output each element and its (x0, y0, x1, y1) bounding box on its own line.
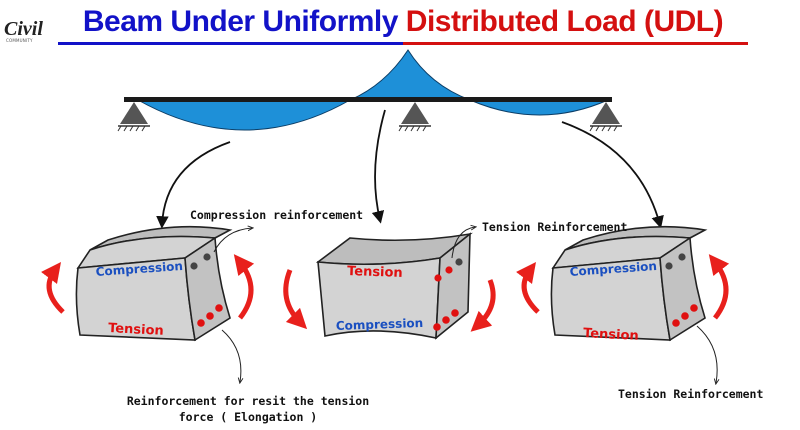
leader-compression-reinforcement (213, 228, 252, 253)
rebar-tension (206, 312, 214, 320)
section-block-left (75, 225, 233, 342)
rebar-compression (678, 253, 686, 261)
support-middle (398, 102, 431, 132)
moment-arrow-middle-right (470, 279, 496, 332)
rebar-tension (690, 304, 698, 312)
pointer-arrow-middle (371, 109, 386, 224)
tension-reinforcement-middle-label: Tension Reinforcement (482, 220, 628, 234)
rebar-compression (442, 316, 450, 324)
hogging-moment-center (349, 49, 471, 101)
rebar-compression (203, 253, 211, 261)
rebar-compression (665, 262, 673, 270)
section-block-middle (315, 232, 473, 340)
leader-reinforcement-note (221, 329, 241, 382)
rebar-tension (681, 312, 689, 320)
rebar-tension (215, 304, 223, 312)
support-right (589, 102, 622, 132)
rebar-tension (445, 266, 453, 274)
title-part-red: Distributed Load (UDL) (405, 5, 724, 38)
rebar-tension (197, 319, 205, 327)
moment-arrow-middle-left (283, 269, 308, 330)
support-left (117, 102, 150, 132)
middle-bottom-label: Compression (336, 316, 424, 333)
logo-subtext: COMMUNITY (6, 38, 33, 43)
beam (124, 97, 612, 102)
section-block-right (550, 225, 708, 342)
moment-arrow-left-inner (233, 254, 255, 320)
title-underline-red (403, 42, 748, 45)
sagging-moment-left (136, 99, 352, 131)
moment-arrow-left-outer (41, 261, 65, 314)
pointer-arrow-left (156, 141, 231, 229)
pointer-arrow-right (561, 121, 664, 229)
civil-logo: Civil COMMUNITY (2, 18, 54, 44)
right-bottom-label: Tension (583, 326, 639, 344)
rebar-tension (434, 274, 442, 282)
logo-text: Civil (4, 18, 43, 40)
moment-arrow-right-outer (516, 261, 540, 314)
reinforcement-note-line2: force ( Elongation ) (178, 410, 318, 424)
leader-tension-reinforcement-right (696, 325, 717, 383)
rebar-compression (190, 262, 198, 270)
rebar-tension (455, 258, 463, 266)
leader-tension-reinforcement-middle (451, 227, 475, 259)
page-title: Beam Under Uniformly Distributed Load (U… (58, 2, 748, 46)
left-bottom-label: Tension (108, 321, 164, 339)
sagging-moment-right (469, 99, 609, 116)
compression-reinforcement-label: Compression reinforcement (190, 208, 364, 222)
title-part-blue: Beam Under Uniformly (82, 5, 399, 38)
reinforcement-note-line1: Reinforcement for resit the tension (126, 394, 370, 408)
rebar-tension (672, 319, 680, 327)
middle-top-label: Tension (347, 264, 403, 281)
left-top-label: Compression (95, 259, 183, 279)
rebar-compression (451, 309, 459, 317)
right-top-label: Compression (569, 259, 657, 279)
tension-reinforcement-right-label: Tension Reinforcement (618, 387, 764, 401)
rebar-compression (433, 323, 441, 331)
moment-arrow-right-inner (708, 254, 730, 320)
